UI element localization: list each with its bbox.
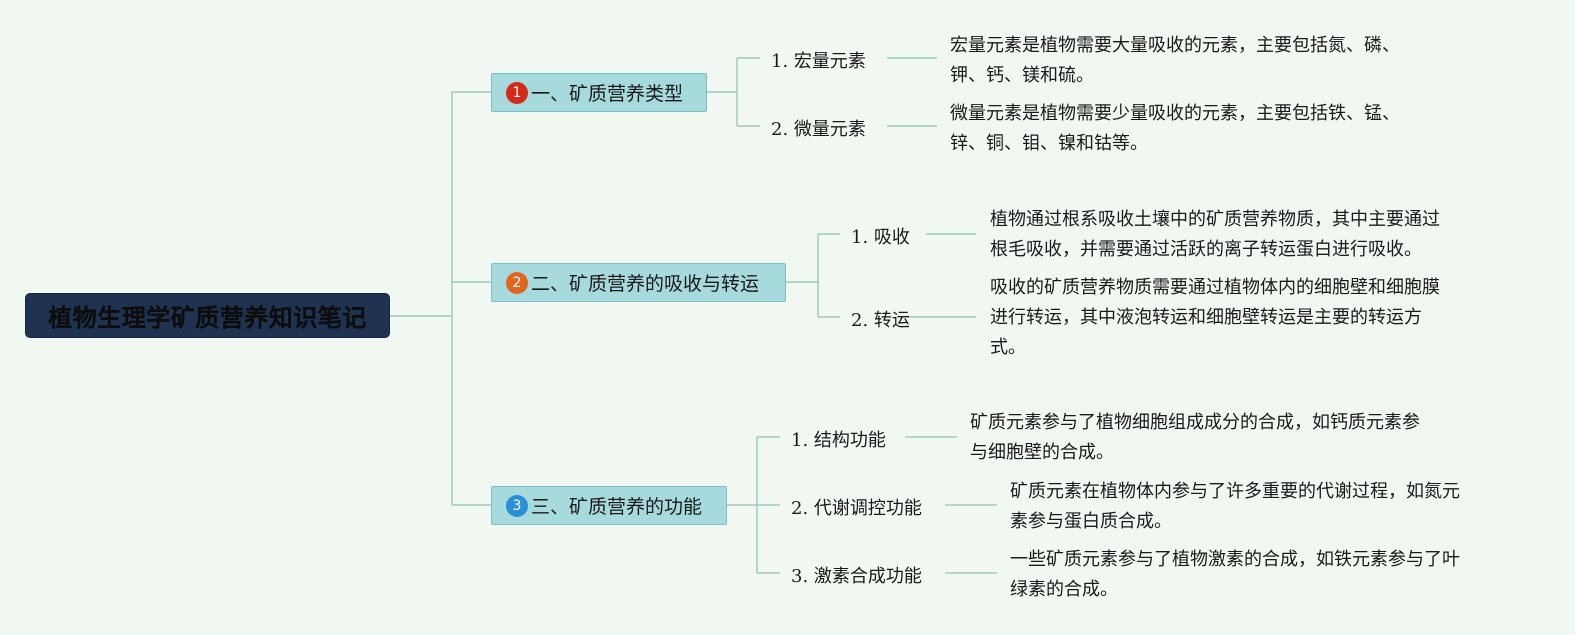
desc-3-2: 矿质元素在植物体内参与了许多重要的代谢过程，如氮元 素参与蛋白质合成。 xyxy=(1010,477,1460,537)
desc-2-1: 植物通过根系吸收土壤中的矿质营养物质，其中主要通过 根毛吸收，并需要通过活跃的离… xyxy=(990,205,1440,265)
desc-3-2-line-2: 素参与蛋白质合成。 xyxy=(1010,511,1172,532)
subnode-1-1-label: 1. 宏量元素 xyxy=(771,51,866,72)
subnode-2-1[interactable]: 1. 吸收 xyxy=(851,223,910,249)
subnode-3-1-label: 1. 结构功能 xyxy=(791,430,886,451)
branch-node-3[interactable]: 3 三、矿质营养的功能 xyxy=(491,486,727,525)
desc-3-1-line-2: 与细胞壁的合成。 xyxy=(970,442,1114,463)
subnode-3-3[interactable]: 3. 激素合成功能 xyxy=(791,562,922,588)
branch-node-1[interactable]: 1 一、矿质营养类型 xyxy=(491,73,707,112)
desc-3-3: 一些矿质元素参与了植物激素的合成，如铁元素参与了叶 绿素的合成。 xyxy=(1010,545,1460,605)
subnode-3-2[interactable]: 2. 代谢调控功能 xyxy=(791,494,922,520)
desc-1-2-line-1: 微量元素是植物需要少量吸收的元素，主要包括铁、锰、 xyxy=(950,103,1400,124)
desc-1-2-line-2: 锌、铜、钼、镍和钴等。 xyxy=(950,133,1148,154)
desc-1-2: 微量元素是植物需要少量吸收的元素，主要包括铁、锰、 锌、铜、钼、镍和钴等。 xyxy=(950,99,1400,159)
desc-1-1-line-2: 钾、钙、镁和硫。 xyxy=(950,65,1094,86)
desc-3-1-line-1: 矿质元素参与了植物细胞组成成分的合成，如钙质元素参 xyxy=(970,412,1420,433)
branch-node-2[interactable]: 2 二、矿质营养的吸收与转运 xyxy=(491,263,786,302)
branch-2-label: 二、矿质营养的吸收与转运 xyxy=(531,273,760,295)
desc-2-2-line-3: 式。 xyxy=(990,337,1026,358)
branch-1-label: 一、矿质营养类型 xyxy=(531,83,684,105)
subnode-1-1[interactable]: 1. 宏量元素 xyxy=(771,47,866,73)
subnode-2-1-label: 1. 吸收 xyxy=(851,227,910,248)
desc-2-1-line-2: 根毛吸收，并需要通过活跃的离子转运蛋白进行吸收。 xyxy=(990,239,1422,260)
root-title: 植物生理学矿质营养知识笔记 xyxy=(48,304,367,332)
root-node[interactable]: 植物生理学矿质营养知识笔记 xyxy=(25,293,390,338)
desc-2-2-line-1: 吸收的矿质营养物质需要通过植物体内的细胞壁和细胞膜 xyxy=(990,277,1440,298)
desc-2-2: 吸收的矿质营养物质需要通过植物体内的细胞壁和细胞膜 进行转运，其中液泡转运和细胞… xyxy=(990,273,1440,363)
subnode-2-2-label: 2. 转运 xyxy=(851,310,910,331)
desc-3-3-line-1: 一些矿质元素参与了植物激素的合成，如铁元素参与了叶 xyxy=(1010,549,1460,570)
subnode-3-2-label: 2. 代谢调控功能 xyxy=(791,498,922,519)
desc-1-1-line-1: 宏量元素是植物需要大量吸收的元素，主要包括氮、磷、 xyxy=(950,35,1400,56)
branch-3-label: 三、矿质营养的功能 xyxy=(531,496,703,518)
subnode-3-1[interactable]: 1. 结构功能 xyxy=(791,426,886,452)
subnode-1-2[interactable]: 2. 微量元素 xyxy=(771,115,866,141)
subnode-2-2[interactable]: 2. 转运 xyxy=(851,306,910,332)
desc-3-3-line-2: 绿素的合成。 xyxy=(1010,579,1118,600)
subnode-1-2-label: 2. 微量元素 xyxy=(771,119,866,140)
desc-1-1: 宏量元素是植物需要大量吸收的元素，主要包括氮、磷、 钾、钙、镁和硫。 xyxy=(950,31,1400,91)
desc-2-1-line-1: 植物通过根系吸收土壤中的矿质营养物质，其中主要通过 xyxy=(990,209,1440,230)
badge-1-icon: 1 xyxy=(506,81,528,104)
desc-3-2-line-1: 矿质元素在植物体内参与了许多重要的代谢过程，如氮元 xyxy=(1010,481,1460,502)
desc-2-2-line-2: 进行转运，其中液泡转运和细胞壁转运是主要的转运方 xyxy=(990,307,1422,328)
badge-2-icon: 2 xyxy=(506,271,528,294)
desc-3-1: 矿质元素参与了植物细胞组成成分的合成，如钙质元素参 与细胞壁的合成。 xyxy=(970,408,1420,468)
badge-3-icon: 3 xyxy=(506,494,528,517)
subnode-3-3-label: 3. 激素合成功能 xyxy=(791,566,922,587)
